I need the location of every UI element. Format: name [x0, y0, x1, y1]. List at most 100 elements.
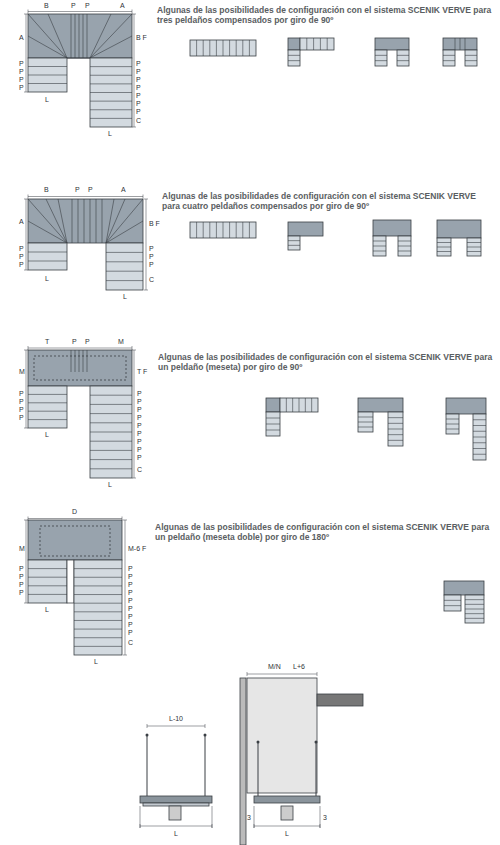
stair-flight — [288, 236, 300, 250]
step-line — [443, 55, 455, 56]
step-line — [465, 55, 477, 56]
dimension-tick — [123, 520, 127, 521]
post-cap — [257, 741, 260, 744]
tread-plate — [143, 803, 209, 806]
dimension-tick — [140, 824, 141, 828]
winder-line — [28, 14, 67, 58]
winder-line — [28, 199, 67, 243]
dimension-label: P — [137, 454, 142, 462]
step-line — [242, 222, 243, 238]
dimension-tick — [320, 824, 321, 828]
dimension-label: P — [19, 589, 24, 597]
step-line — [444, 605, 461, 606]
step-line — [96, 199, 97, 243]
dimension-tick — [247, 672, 248, 676]
step-line — [28, 66, 67, 67]
dimension-label: C — [136, 117, 141, 125]
step-line — [473, 419, 486, 420]
step-line — [28, 419, 67, 420]
stair-flight — [444, 595, 461, 611]
step-line — [398, 251, 411, 252]
dimension-tick — [205, 724, 206, 728]
dimension-label: P — [19, 390, 24, 398]
step-line — [196, 40, 197, 56]
winder-line — [58, 199, 67, 243]
dimension-label: C — [149, 276, 154, 284]
step-line — [388, 434, 403, 435]
step-line — [223, 222, 224, 238]
stair-landing — [437, 220, 481, 238]
divider — [67, 560, 74, 603]
step-line — [71, 14, 72, 58]
dimension-tick — [24, 350, 28, 351]
dimension-tick — [28, 195, 29, 199]
dimension-tick — [24, 428, 28, 429]
post-cap — [315, 741, 318, 744]
stair-landing — [443, 38, 477, 50]
step-line — [78, 199, 79, 243]
step-line — [465, 609, 484, 610]
extension-line — [320, 806, 321, 828]
stair-landing — [375, 38, 409, 50]
step-line — [216, 222, 217, 238]
dimension-line — [26, 520, 27, 603]
step-line — [373, 246, 386, 247]
step-line — [90, 450, 132, 451]
step-line — [286, 398, 287, 412]
step-line — [87, 14, 88, 58]
stair-flight — [373, 236, 386, 256]
dimension-line — [28, 11, 132, 12]
stair-flight — [465, 50, 477, 66]
dimension-tick — [24, 14, 28, 15]
stair-flight — [28, 560, 67, 603]
dimension-line — [140, 826, 212, 827]
stair-flight — [300, 38, 334, 50]
step-line — [223, 40, 224, 56]
stair-flight — [190, 40, 256, 56]
dimension-label: L-10 — [169, 715, 183, 723]
dimension-tick — [132, 127, 136, 128]
post-cap — [146, 734, 149, 737]
step-line — [90, 75, 132, 76]
dimension-label: P — [136, 76, 141, 84]
stair-landing — [28, 520, 122, 560]
step-line — [74, 646, 122, 647]
stair-landing — [288, 222, 323, 236]
stair-landing — [446, 398, 486, 414]
winder-line — [90, 36, 132, 58]
step-line — [465, 599, 484, 600]
dimension-label: 3 — [323, 814, 327, 822]
step-line — [216, 40, 217, 56]
stair-flight — [266, 412, 280, 436]
dimension-tick — [132, 10, 133, 14]
post-cap — [204, 734, 207, 737]
dimension-label: P — [137, 446, 142, 454]
step-line — [87, 350, 88, 372]
stair-flight — [437, 238, 451, 256]
landing-outline — [34, 356, 126, 380]
step-line — [446, 429, 459, 430]
dimension-label: B — [44, 186, 49, 194]
stair-flight — [397, 50, 409, 66]
dimension-label: P — [137, 438, 142, 446]
dimension-tick — [24, 270, 28, 271]
step-line — [106, 261, 143, 262]
step-line — [465, 60, 477, 61]
dimension-label: A — [19, 218, 24, 226]
step-line — [358, 427, 373, 428]
stair-landing — [28, 199, 143, 243]
dimension-label: B F — [149, 220, 160, 228]
section-heading: Algunas de las posibilidades de configur… — [155, 522, 490, 542]
railing-post — [205, 735, 206, 796]
winder-line — [48, 14, 67, 58]
step-line — [437, 242, 451, 243]
dimension-label: L+6 — [293, 663, 305, 671]
step-line — [398, 241, 411, 242]
dimension-label: B — [44, 2, 49, 10]
step-line — [90, 395, 132, 396]
dimension-line — [28, 348, 132, 349]
dimension-line — [125, 520, 126, 655]
step-line — [75, 14, 76, 58]
step-line — [72, 199, 73, 243]
step-line — [288, 245, 300, 246]
